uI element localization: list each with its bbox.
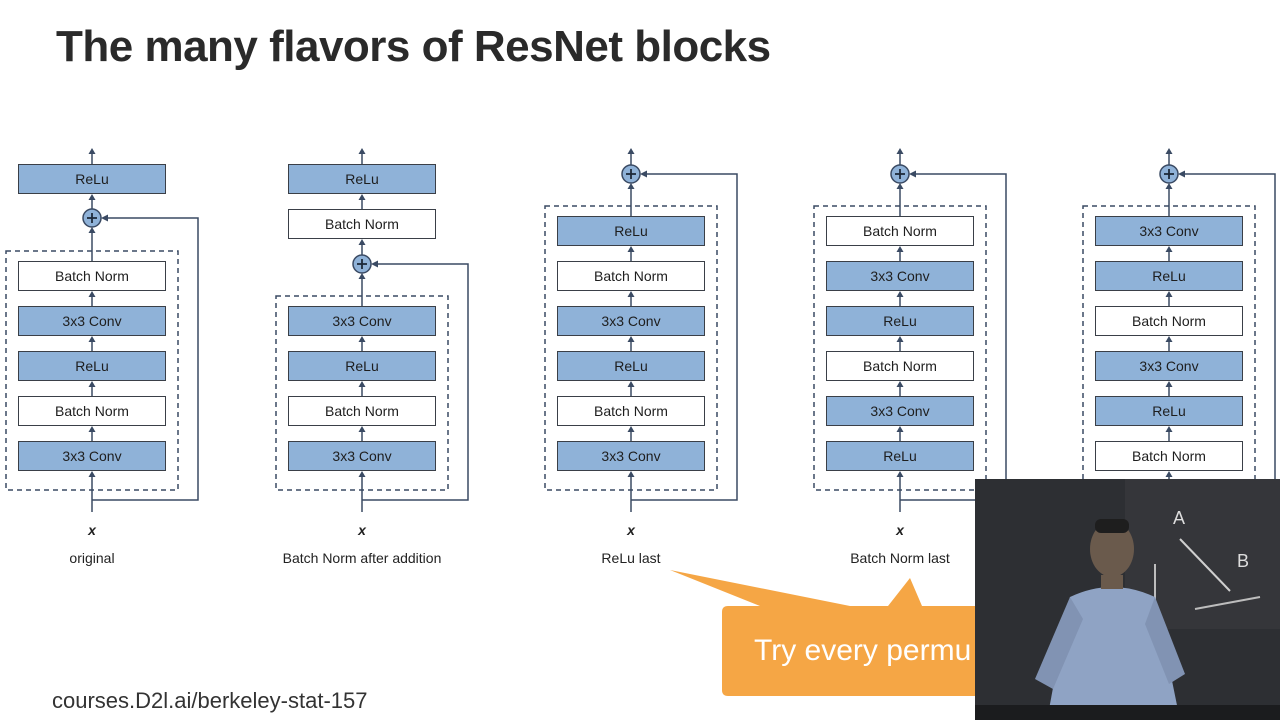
diagram-5-inner-block-1: 3x3 Conv [1095,216,1243,246]
diagram-2-output-arrow-head [358,148,366,154]
diagram-1-output-arrow-head [88,148,96,154]
diagram-1-inner-block-5: 3x3 Conv [18,441,166,471]
board-mark-a: A [1173,508,1185,528]
diagram-4-input-label: x [896,522,904,538]
diagram-4-arrow-inner-1-head [896,246,904,252]
diagram-4-skip-connection [900,173,1007,501]
diagram-3-inner-block-1: ReLu [557,216,705,246]
diagram-5-inner-block-2: ReLu [1095,261,1243,291]
callout-text: Try every permu [754,634,972,667]
diagram-1-inner-block-3: ReLu [18,351,166,381]
diagram-3-arrow-inner-3-head [627,336,635,342]
diagram-5-arrow-inner-3-head [1165,336,1173,342]
diagram-2-to-add-arrow-head [358,273,366,279]
diagram-3-inner-block-4: ReLu [557,351,705,381]
diagram-3-to-add-arrow-head [627,183,635,189]
diagram-1-inner-block-2: 3x3 Conv [18,306,166,336]
diagram-5-to-add-arrow-head [1165,183,1173,189]
diagram-2-skip-arrow-head [371,260,378,268]
diagram-2-arrow-outer-2-head [358,239,366,245]
diagram-1-arrow-inner-3-head [88,381,96,387]
diagram-4-output-arrow-head [896,148,904,154]
diagram-2-arrow-inner-2-head [358,381,366,387]
diagram-5-inner-block-5: ReLu [1095,396,1243,426]
diagram-4-inner-block-6: ReLu [826,441,974,471]
diagram-4-inner-block-3: ReLu [826,306,974,336]
diagram-2-arrow-outer-1-head [358,194,366,200]
diagram-4-input-arrow-head [896,471,904,477]
diagram-1-arrow-outer-1-head [88,194,96,200]
callout-bubble [670,570,1000,696]
presenter-silhouette [1035,519,1185,720]
diagram-5-skip-arrow-head [1178,170,1185,178]
diagram-5-input-arrow-head [1165,471,1173,477]
diagram-3-inner-block-6: 3x3 Conv [557,441,705,471]
diagram-1-input-arrow-head [88,471,96,477]
diagram-2-arrow-inner-3-head [358,426,366,432]
diagram-2-outer-block-2: Batch Norm [288,209,436,239]
diagram-4-inner-block-1: Batch Norm [826,216,974,246]
diagram-2-caption: Batch Norm after addition [282,550,442,566]
diagram-2-inner-block-3: Batch Norm [288,396,436,426]
diagram-1-to-add-arrow-head [88,227,96,233]
diagram-3-inner-block-5: Batch Norm [557,396,705,426]
diagram-3-arrow-inner-1-head [627,246,635,252]
diagram-1-inner-block-1: Batch Norm [18,261,166,291]
diagram-2-inner-block-4: 3x3 Conv [288,441,436,471]
diagram-4-arrow-inner-3-head [896,336,904,342]
diagram-4-skip-arrow-head [909,170,916,178]
slide-title: The many flavors of ResNet blocks [56,22,771,71]
diagram-2-input-arrow-head [358,471,366,477]
diagram-3-caption: ReLu last [601,550,661,566]
diagram-4-arrow-inner-2-head [896,291,904,297]
diagram-5-arrow-inner-2-head [1165,291,1173,297]
diagram-3-arrow-inner-4-head [627,381,635,387]
diagram-3-arrow-inner-2-head [627,291,635,297]
diagram-4-inner-block-4: Batch Norm [826,351,974,381]
diagram-3-output-arrow-head [627,148,635,154]
diagram-4-arrow-inner-5-head [896,426,904,432]
diagram-1-arrow-inner-4-head [88,426,96,432]
diagram-5-arrow-inner-5-head [1165,426,1173,432]
diagram-2-arrow-inner-1-head [358,336,366,342]
board-mark-b: B [1237,551,1249,571]
diagram-1-caption: original [69,550,115,566]
diagram-5-arrow-inner-1-head [1165,246,1173,252]
diagram-5-inner-block-4: 3x3 Conv [1095,351,1243,381]
diagram-1-outer-block-1: ReLu [18,164,166,194]
source-url[interactable]: courses.D2l.ai/berkeley-stat-157 [52,688,368,713]
diagram-4-arrow-inner-4-head [896,381,904,387]
diagram-2-outer-block-1: ReLu [288,164,436,194]
diagram-1-inner-block-4: Batch Norm [18,396,166,426]
diagram-2-skip-connection [362,263,469,501]
diagram-2-inner-block-2: ReLu [288,351,436,381]
diagram-3-inner-block-3: 3x3 Conv [557,306,705,336]
diagram-5-inner-block-6: Batch Norm [1095,441,1243,471]
diagram-5-output-arrow-head [1165,148,1173,154]
diagram-1-arrow-inner-1-head [88,291,96,297]
diagram-4-inner-block-5: 3x3 Conv [826,396,974,426]
diagram-5-inner-block-3: Batch Norm [1095,306,1243,336]
diagram-1-input-label: x [88,522,96,538]
diagram-4-inner-block-2: 3x3 Conv [826,261,974,291]
diagram-4-caption: Batch Norm last [850,550,950,566]
diagram-2-input-label: x [358,522,366,538]
diagram-3-arrow-inner-5-head [627,426,635,432]
diagram-4-to-add-arrow-head [896,183,904,189]
diagram-1-arrow-inner-2-head [88,336,96,342]
diagram-3-input-arrow-head [627,471,635,477]
diagram-5-arrow-inner-4-head [1165,381,1173,387]
diagram-1-skip-arrow-head [101,214,108,222]
diagram-2-inner-block-1: 3x3 Conv [288,306,436,336]
diagram-3-input-label: x [627,522,635,538]
diagram-3-inner-block-2: Batch Norm [557,261,705,291]
diagram-3-skip-connection [631,173,738,501]
video-frame: A B [975,479,1280,720]
presenter-video: A B [975,479,1280,720]
diagram-3-skip-arrow-head [640,170,647,178]
diagram-1-skip-connection [92,217,199,501]
